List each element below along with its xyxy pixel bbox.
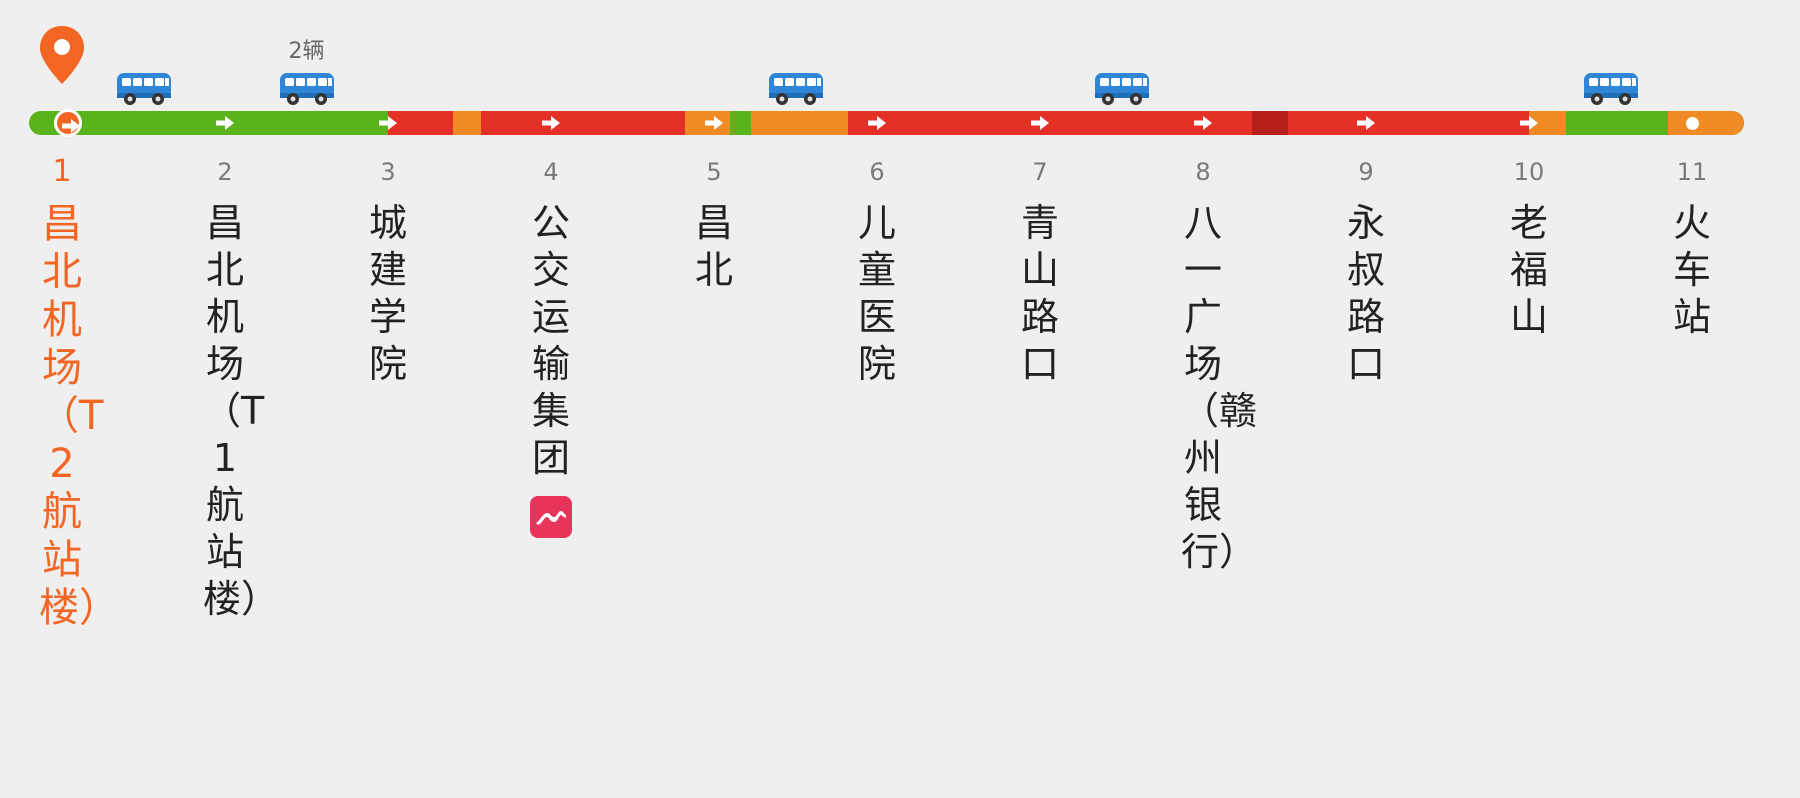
terminal-station-dot bbox=[1686, 117, 1699, 130]
direction-arrow-icon bbox=[1029, 113, 1051, 133]
traffic-segment-slow bbox=[751, 111, 848, 135]
direction-arrow-icon bbox=[703, 113, 725, 133]
traffic-segment-congested bbox=[388, 111, 454, 135]
station-item[interactable]: 4 公交运输集团 bbox=[516, 156, 586, 538]
traffic-segment-slow bbox=[1667, 111, 1744, 135]
station-item[interactable]: 2 昌北机场（T1航站楼） bbox=[190, 156, 280, 623]
bus-icon[interactable] bbox=[1582, 71, 1640, 107]
station-item[interactable]: 5 昌北 bbox=[679, 156, 749, 294]
station-name: 城建学院 bbox=[368, 201, 407, 386]
station-number: 3 bbox=[380, 158, 396, 186]
station-item[interactable]: 3 城建学院 bbox=[353, 156, 423, 388]
station-number: 2 bbox=[217, 158, 233, 186]
station-name: 昌北机场（T2航站楼） bbox=[39, 201, 119, 631]
metro-icon[interactable] bbox=[530, 496, 572, 538]
station-name: 昌北 bbox=[694, 201, 733, 292]
station-number: 1 bbox=[52, 154, 72, 189]
station-number: 5 bbox=[706, 158, 722, 186]
station-item[interactable]: 9 永叔路口 bbox=[1331, 156, 1401, 388]
start-station-marker bbox=[54, 109, 82, 137]
route-traffic-track bbox=[29, 111, 1744, 135]
station-name: 公交运输集团 bbox=[531, 201, 570, 480]
traffic-segment-slow bbox=[453, 111, 481, 135]
station-name: 儿童医院 bbox=[857, 201, 896, 386]
station-item[interactable]: 8 八一广场（赣州银行） bbox=[1168, 156, 1258, 576]
station-name: 青山路口 bbox=[1020, 201, 1059, 386]
station-name: 火车站 bbox=[1672, 201, 1711, 339]
traffic-segment-severe bbox=[1251, 111, 1288, 135]
direction-arrow-icon bbox=[866, 113, 888, 133]
bus-icon[interactable] bbox=[278, 71, 336, 107]
direction-arrow-icon bbox=[377, 113, 399, 133]
direction-arrow-icon bbox=[540, 113, 562, 133]
station-number: 11 bbox=[1676, 158, 1708, 186]
bus-icon[interactable] bbox=[767, 71, 825, 107]
station-name: 老福山 bbox=[1509, 201, 1548, 339]
bus-icon[interactable] bbox=[115, 71, 173, 107]
traffic-segment-smooth bbox=[730, 111, 752, 135]
direction-arrow-icon bbox=[214, 113, 236, 133]
direction-arrow-icon bbox=[1192, 113, 1214, 133]
direction-arrow-icon bbox=[1518, 113, 1540, 133]
station-number: 7 bbox=[1032, 158, 1048, 186]
station-item[interactable]: 7 青山路口 bbox=[1005, 156, 1075, 388]
station-name: 八一广场（赣州银行） bbox=[1181, 201, 1258, 574]
station-number: 6 bbox=[869, 158, 885, 186]
station-name: 永叔路口 bbox=[1346, 201, 1385, 386]
station-number: 10 bbox=[1513, 158, 1545, 186]
station-item[interactable]: 10 老福山 bbox=[1494, 156, 1564, 341]
station-item[interactable]: 1 昌北机场（T2航站楼） bbox=[27, 154, 119, 632]
station-item[interactable]: 6 儿童医院 bbox=[842, 156, 912, 388]
traffic-segment-congested bbox=[1287, 111, 1529, 135]
station-item[interactable]: 11 火车站 bbox=[1657, 156, 1727, 341]
station-name: 昌北机场（T1航站楼） bbox=[203, 201, 280, 621]
bus-count-label: 2辆 bbox=[288, 39, 325, 64]
bus-icon[interactable] bbox=[1093, 71, 1151, 107]
station-number: 8 bbox=[1195, 158, 1211, 186]
direction-arrow-icon bbox=[62, 119, 80, 133]
traffic-segment-congested bbox=[480, 111, 685, 135]
current-location-pin-icon bbox=[37, 24, 87, 86]
station-number: 9 bbox=[1358, 158, 1374, 186]
direction-arrow-icon bbox=[1355, 113, 1377, 133]
traffic-segment-congested bbox=[847, 111, 1252, 135]
station-number: 4 bbox=[543, 158, 559, 186]
